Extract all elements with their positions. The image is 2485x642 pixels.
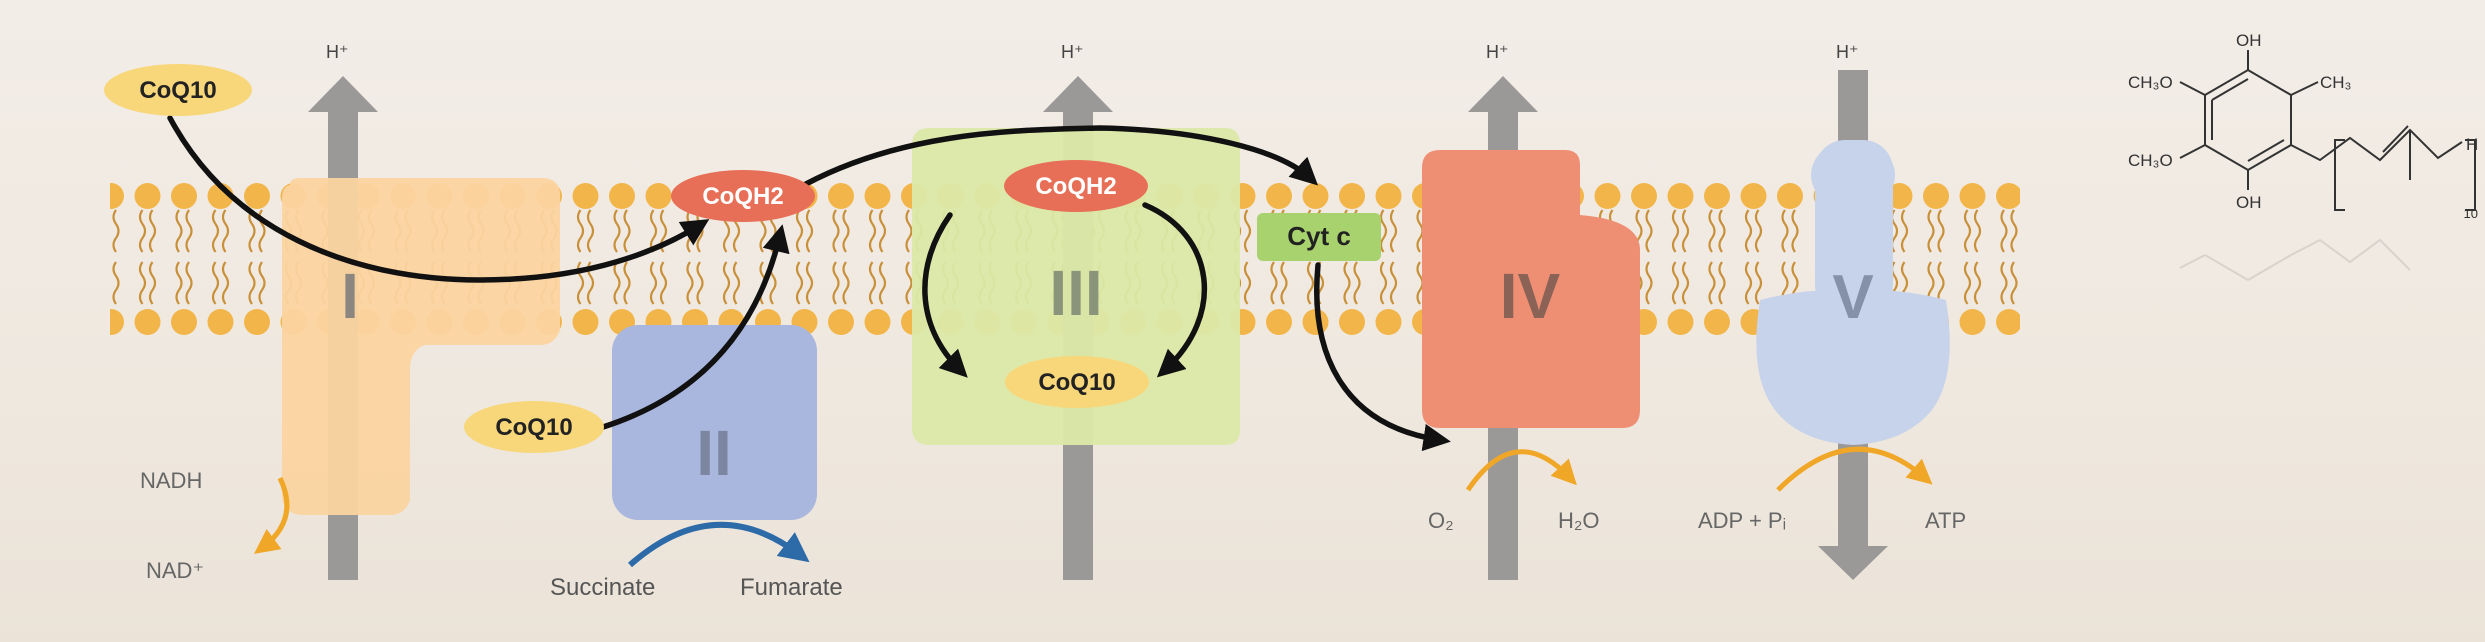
coqh2-oval-membrane: [671, 170, 815, 222]
complex-II-shape: [612, 325, 817, 520]
structure-reflection: [2179, 238, 2411, 282]
complex-V-label: V: [1832, 263, 1873, 332]
coq10-chemical-structure: [2179, 50, 2476, 211]
coq10-oval-complex-III: [1005, 356, 1149, 408]
coq10-oval-top-left: [104, 64, 252, 116]
succinate-label: Succinate: [550, 574, 655, 601]
atp-label: ATP: [1925, 508, 1966, 533]
complex-I-label: I: [341, 260, 359, 332]
adp-label: ADP + Pᵢ: [1698, 508, 1786, 533]
cytc-box: [1257, 213, 1381, 261]
complex-V-shape: [1756, 140, 1950, 445]
nadh-arrow: [253, 476, 290, 554]
proton-label-III: H⁺: [1061, 42, 1084, 62]
complex-I-shape: [282, 178, 560, 515]
structure-h: H: [2466, 135, 2478, 154]
coq10-label-complex-III: CoQ10: [1038, 369, 1115, 396]
coqh2-oval-complex-III: [1004, 160, 1148, 212]
nadh-label: NADH: [140, 468, 202, 493]
cytc-label: Cyt c: [1287, 221, 1351, 251]
coq10-oval-complex-II: [464, 401, 604, 453]
complex-IV-shape: [1422, 150, 1640, 428]
nad-label: NAD⁺: [146, 558, 204, 583]
structure-ch3o-bottom: CH₃O: [2128, 151, 2173, 170]
coq10-label-complex-II: CoQ10: [495, 414, 572, 441]
proton-label-I: H⁺: [326, 42, 349, 62]
complex-II-label: II: [696, 417, 732, 489]
proton-label-V: H⁺: [1836, 42, 1859, 62]
o2-label: O₂: [1428, 508, 1454, 533]
h2o-label: H₂O: [1558, 508, 1600, 533]
fumarate-label: Fumarate: [740, 574, 843, 601]
complex-III-label: III: [1049, 257, 1102, 329]
coq10-label-top-left: CoQ10: [139, 77, 216, 104]
structure-repeat: 10: [2464, 206, 2478, 221]
structure-oh-bottom: OH: [2236, 193, 2262, 212]
structure-oh-top: OH: [2236, 31, 2262, 50]
proton-label-IV: H⁺: [1486, 42, 1509, 62]
adp-arrow: [1776, 446, 1933, 492]
coqh2-label-complex-III: CoQH2: [1035, 173, 1116, 200]
electron-flow-arrows: [167, 115, 1451, 452]
structure-ch3: CH₃: [2320, 73, 2351, 92]
coqh2-label-membrane: CoQH2: [702, 183, 783, 210]
oxygen-arrow: [1465, 449, 1577, 492]
succinate-arrow: [628, 521, 810, 568]
structure-ch3o-top: CH₃O: [2128, 73, 2173, 92]
complex-IV-label: IV: [1500, 260, 1561, 332]
